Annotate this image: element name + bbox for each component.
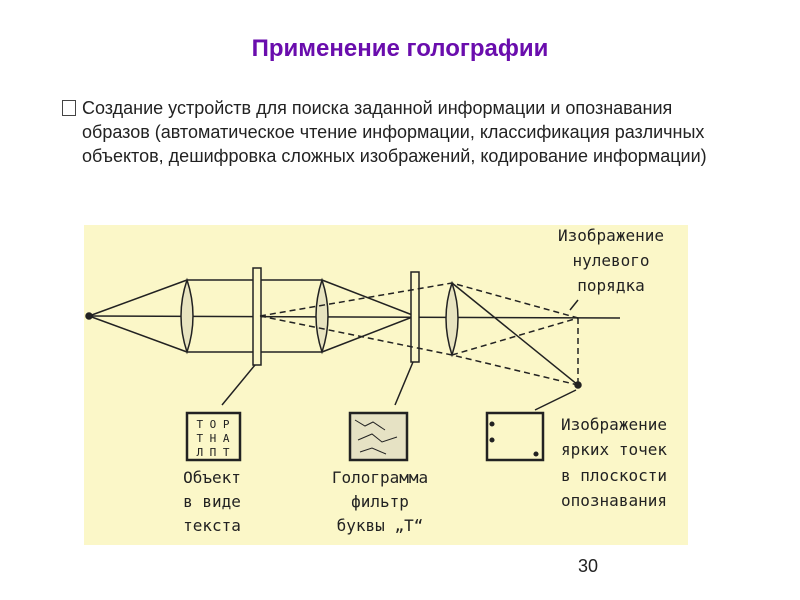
page-number: 30 [578, 556, 599, 576]
hologram-label: Голограмма фильтр буквы „Т“ [332, 468, 428, 535]
output-box [485, 411, 545, 462]
svg-text:опознавания: опознавания [561, 491, 667, 510]
svg-text:нулевого: нулевого [572, 251, 649, 270]
svg-text:Изображение: Изображение [561, 415, 667, 434]
object-label: Объект в виде текста [183, 468, 241, 535]
svg-text:в плоскости: в плоскости [561, 466, 667, 485]
svg-text:Объект: Объект [183, 468, 241, 487]
svg-text:буквы „Т“: буквы „Т“ [337, 516, 424, 535]
svg-text:Изображение: Изображение [558, 226, 664, 245]
svg-text:в виде: в виде [183, 492, 241, 511]
holography-diagram [84, 225, 688, 545]
slide-title: Применение голографии [251, 35, 549, 62]
lens-2 [315, 277, 329, 355]
object-letters: Т О Р Т Н А Л П Т [196, 418, 229, 459]
lens-1 [180, 277, 194, 355]
object-plate [252, 267, 262, 366]
svg-text:Т О Р: Т О Р [196, 418, 229, 431]
svg-text:Л П Т: Л П Т [196, 446, 229, 459]
bullet-box-icon [62, 100, 76, 116]
zero-order-label: Изображение нулевого порядка [558, 226, 664, 295]
object-box [185, 411, 242, 462]
svg-text:Голограмма: Голограмма [332, 468, 428, 487]
bright-points-label: Изображение ярких точек в плоскости опоз… [561, 415, 667, 510]
svg-text:ярких точек: ярких точек [561, 440, 667, 459]
hologram-plate [410, 271, 420, 363]
svg-text:порядка: порядка [577, 276, 644, 295]
bullet-text: Создание устройств для поиска заданной и… [82, 98, 707, 166]
svg-text:Т Н А: Т Н А [196, 432, 229, 445]
optical-axis [88, 315, 621, 319]
bright-point [574, 381, 582, 389]
bullet-item: Создание устройств для поиска заданной и… [62, 96, 722, 168]
svg-text:текста: текста [183, 516, 241, 535]
hologram-box [348, 411, 409, 462]
lens-3 [445, 280, 459, 358]
svg-text:фильтр: фильтр [351, 492, 409, 511]
